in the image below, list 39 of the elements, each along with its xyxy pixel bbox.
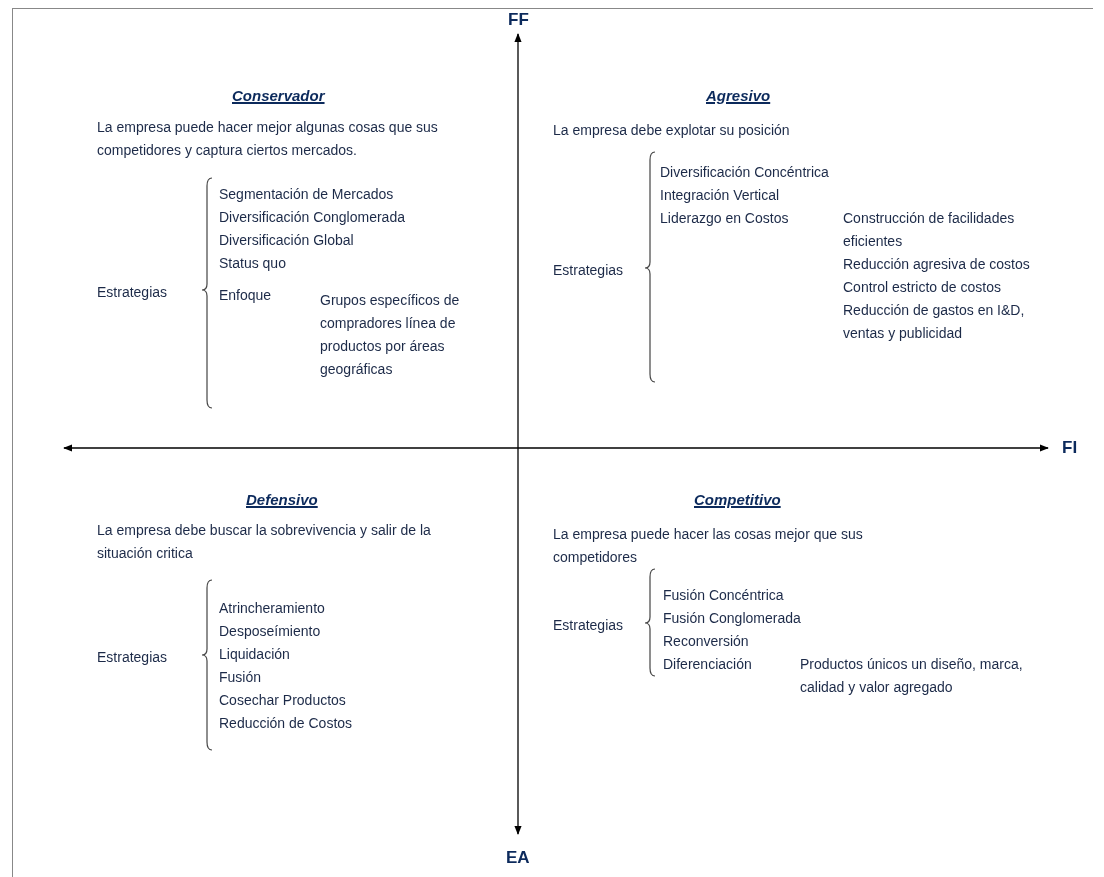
strategy-item: Diversificación Concéntrica — [660, 163, 829, 182]
strategy-item: Reconversión — [663, 632, 749, 651]
strategy-detail: Reducción de gastos en I&D, ventas y publicidad — [843, 301, 1026, 343]
quadrant-heading: Competitivo — [694, 490, 781, 510]
strategy-item: Reducción de Costos — [219, 714, 353, 733]
strategies-label: Estrategias — [553, 616, 624, 635]
axis-label: EA — [506, 848, 530, 868]
strategy-item: Diversificación Conglomerada — [219, 208, 405, 227]
strategy-item: Diferenciación — [663, 655, 752, 674]
strategy-item: Segmentación de Mercados — [219, 185, 394, 204]
strategies-label: Estrategias — [553, 261, 624, 280]
strategy-detail: Control estricto de costos — [843, 278, 1001, 297]
strategy-item: Integración Vertical — [660, 186, 780, 205]
strategy-item: Desposeímiento — [219, 622, 321, 641]
strategy-detail: Reducción agresiva de costos — [843, 255, 1030, 274]
strategy-item: Liquidación — [219, 645, 290, 664]
strategy-detail: Grupos específicos de compradores línea de productos por áreas geográficas — [320, 291, 461, 379]
quadrant-description: La empresa debe explotar su posición — [553, 121, 790, 140]
axis-label: FF — [508, 10, 529, 30]
strategy-item: Atrincheramiento — [219, 599, 325, 618]
axis-label: FI — [1062, 438, 1078, 458]
quadrant-heading: Agresivo — [706, 86, 771, 106]
strategy-item: Liderazgo en Costos — [660, 209, 789, 228]
quadrant-heading: Conservador — [232, 86, 325, 106]
quadrant-description: La empresa debe buscar la sobrevivencia y salir de la situación critica — [97, 521, 432, 563]
strategy-item: Cosechar Productos — [219, 691, 346, 710]
strategy-detail: Productos únicos un diseño, marca, calidad y valor agregado — [800, 655, 1024, 697]
strategy-item: Enfoque — [219, 286, 272, 305]
strategy-item: Status quo — [219, 254, 286, 273]
quadrant-description: La empresa puede hacer mejor algunas cosas que sus competidores y captura ciertos mercados. — [97, 118, 439, 160]
strategies-label: Estrategias — [97, 648, 168, 667]
strategy-item: Fusión Concéntrica — [663, 586, 784, 605]
quadrant-heading: Defensivo — [246, 490, 318, 510]
strategy-item: Fusión — [219, 668, 262, 687]
quadrant-description: La empresa puede hacer las cosas mejor que sus competidores — [553, 525, 864, 567]
strategy-detail: Construcción de facilidades eficientes — [843, 209, 1016, 251]
strategies-label: Estrategias — [97, 283, 168, 302]
strategy-item: Fusión Conglomerada — [663, 609, 801, 628]
strategy-item: Diversificación Global — [219, 231, 354, 250]
